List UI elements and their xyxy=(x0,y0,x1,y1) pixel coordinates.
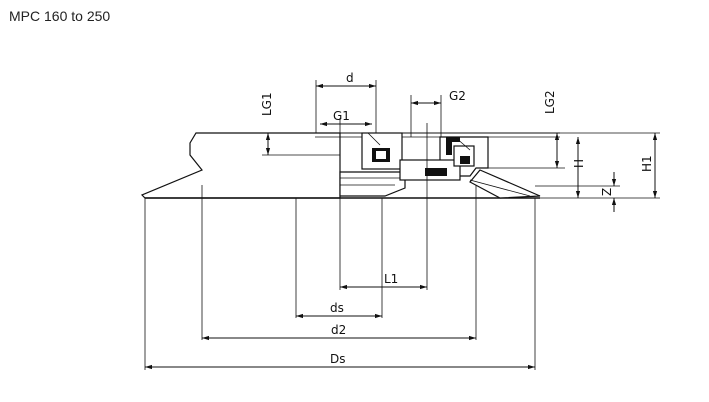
label-lg1: LG1 xyxy=(260,92,274,116)
label-h1: H1 xyxy=(640,155,654,172)
label-ds-small: ds xyxy=(330,301,344,315)
dimension-lines xyxy=(145,83,658,370)
diagram-title: MPC 160 to 250 xyxy=(9,8,111,24)
label-ds-large: Ds xyxy=(330,352,346,366)
label-g2: G2 xyxy=(449,89,466,103)
label-d2: d2 xyxy=(331,323,346,337)
label-d: d xyxy=(346,71,354,85)
extension-lines xyxy=(144,80,660,370)
label-lg2: LG2 xyxy=(543,90,557,114)
label-l1: L1 xyxy=(384,272,398,286)
central-fitting xyxy=(361,132,475,181)
label-h: H xyxy=(572,159,586,168)
label-g1: G1 xyxy=(333,109,350,123)
cup-body xyxy=(140,132,560,199)
label-z: Z xyxy=(600,188,614,196)
